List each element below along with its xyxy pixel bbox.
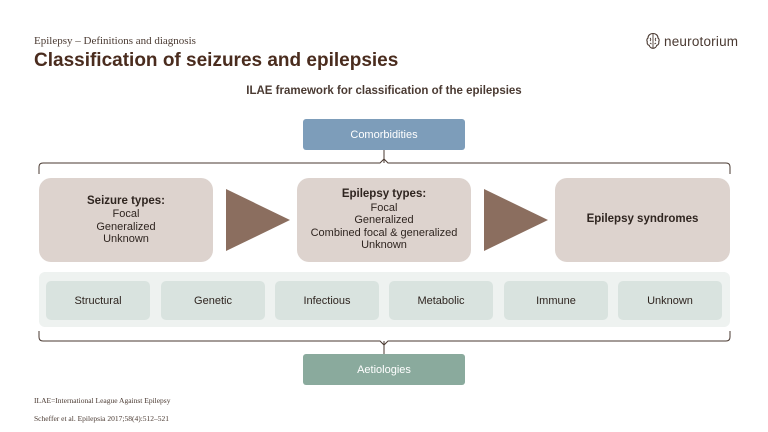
- epilepsy-types-heading: Epilepsy types:: [341, 188, 427, 201]
- epilepsy-syndromes-box: Epilepsy syndromes: [555, 178, 730, 262]
- aetiology-panel: [39, 272, 730, 327]
- epilepsy-type-item: Focal: [370, 201, 398, 214]
- aetiologies-label: Aetiologies: [357, 363, 411, 376]
- seizure-types-box: Seizure types: Focal Generalized Unknown: [39, 178, 213, 262]
- epilepsy-syndromes-label: Epilepsy syndromes: [586, 213, 699, 226]
- arrow-right-icon: [484, 189, 548, 251]
- arrow-right-icon: [226, 189, 290, 251]
- logo-wordmark: neurotorium: [664, 33, 739, 49]
- comorbidities-label: Comorbidities: [350, 128, 418, 141]
- seizure-type-item: Generalized: [96, 220, 156, 233]
- page-title: Classification of seizures and epilepsie…: [34, 50, 399, 71]
- abbreviation-footnote: ILAE=International League Against Epilep…: [34, 396, 171, 405]
- seizure-types-heading: Seizure types:: [87, 194, 165, 207]
- aetiologies-box: Aetiologies: [303, 354, 465, 385]
- epilepsy-types-box: Epilepsy types: Focal Generalized Combin…: [297, 178, 471, 262]
- epilepsy-type-item: Combined focal & generalized: [310, 226, 458, 239]
- aetiology-item-infectious: Infectious: [275, 281, 379, 320]
- epilepsy-type-item: Unknown: [361, 239, 407, 252]
- framework-title: ILAE framework for classification of the…: [246, 85, 522, 97]
- aetiology-item-metabolic: Metabolic: [389, 281, 493, 320]
- reference-footnote: Scheffer et al. Epilepsia 2017;58(4):512…: [34, 414, 170, 423]
- section-subtitle: Epilepsy – Definitions and diagnosis: [34, 35, 196, 47]
- aetiology-item-immune: Immune: [504, 281, 608, 320]
- aetiology-item-unknown: Unknown: [618, 281, 722, 320]
- comorbidities-box: Comorbidities: [303, 119, 465, 150]
- seizure-type-item: Unknown: [103, 233, 149, 245]
- brain-icon: [646, 32, 660, 49]
- aetiology-item-genetic: Genetic: [161, 281, 265, 320]
- aetiology-item-structural: Structural: [46, 281, 150, 320]
- seizure-type-item: Focal: [112, 208, 140, 220]
- epilepsy-type-item: Generalized: [354, 214, 414, 227]
- brand-logo: neurotorium: [645, 32, 738, 50]
